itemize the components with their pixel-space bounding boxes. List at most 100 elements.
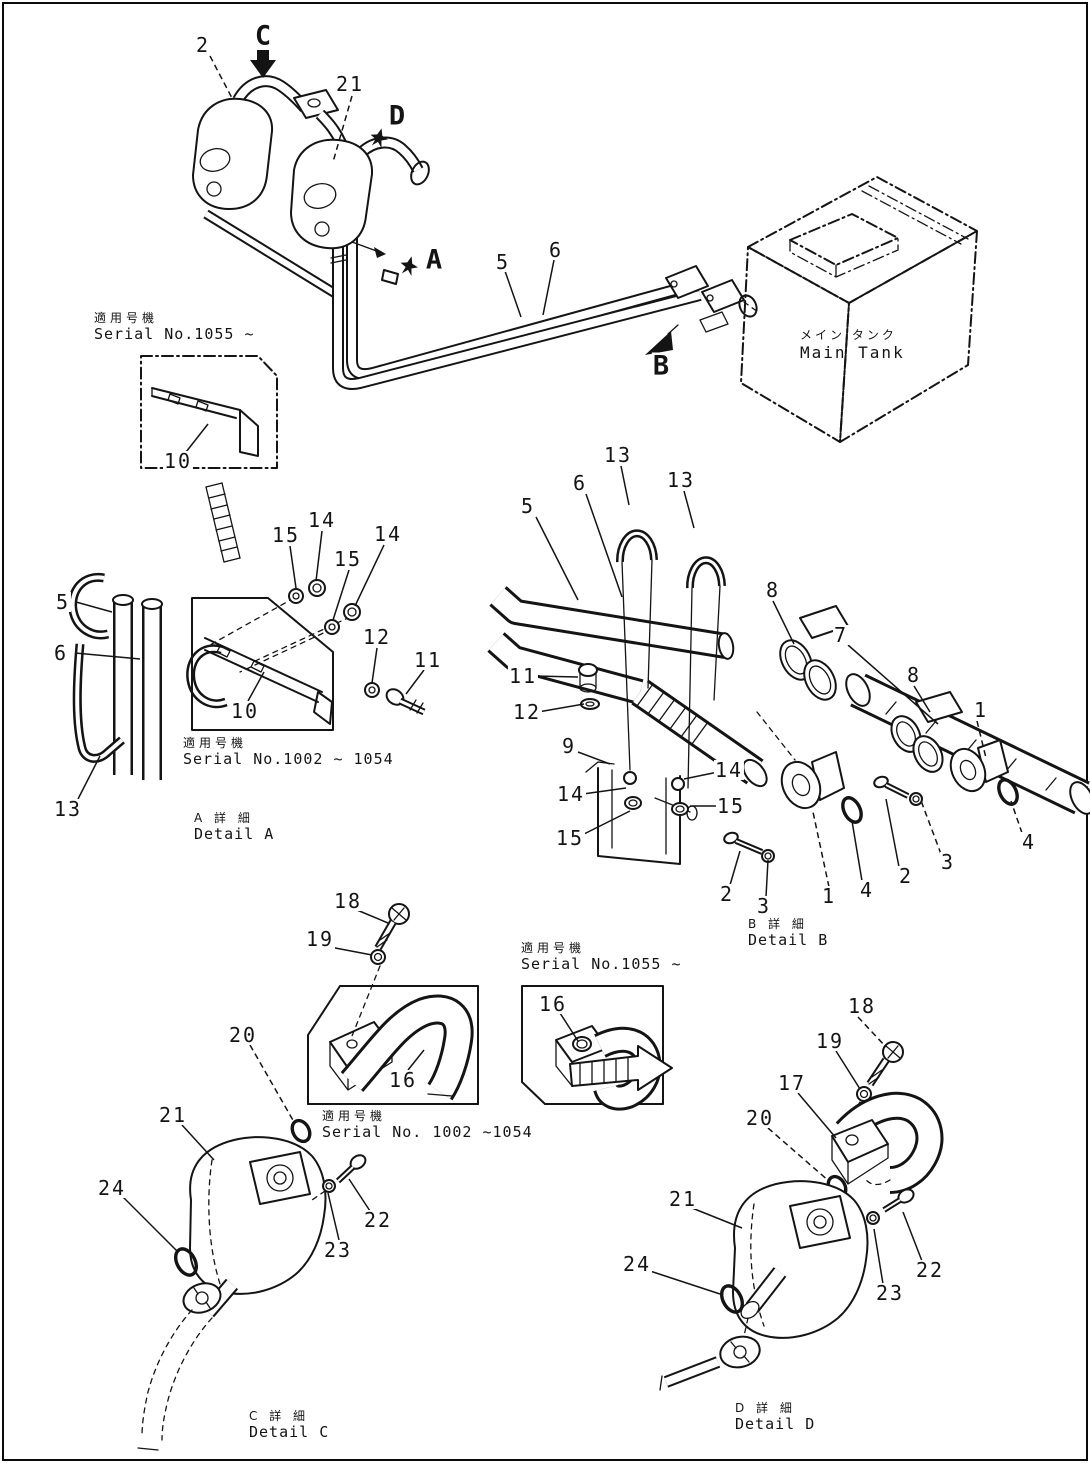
leader-line (371, 647, 378, 684)
serial-note-hose-left-en: Serial No. 1002 ~1054 (322, 1122, 533, 1141)
serial-bracket-box-drawing (140, 355, 278, 563)
view-d-star-icon (370, 128, 388, 148)
leader-line (581, 810, 631, 836)
callout-19: 19 (814, 1029, 846, 1053)
callout-23: 23 (874, 1281, 906, 1305)
callout-24: 24 (96, 1176, 128, 1200)
detail-d-caption-jp: D 詳 細 (735, 1401, 796, 1415)
view-b-arrow-icon (645, 331, 673, 355)
callout-15: 15 (270, 523, 302, 547)
main-tank-label: メイン タンク Main Tank (800, 326, 905, 362)
serial-note-hose-left-jp: 適用号機 (322, 1109, 387, 1123)
callout-2: 2 (897, 864, 915, 888)
view-c-arrow-icon (250, 50, 276, 78)
pump-assembly-drawing (192, 75, 430, 250)
leader-line (691, 1207, 743, 1229)
callout-21: 21 (334, 72, 366, 96)
leader-line (767, 1127, 831, 1183)
detail-a-drawing (68, 572, 426, 780)
callout-13: 13 (665, 468, 697, 492)
leader-line (976, 720, 987, 759)
leader-line (585, 493, 623, 598)
serial-note-top-jp: 適用号機 (94, 311, 159, 325)
detail-a-caption-en: Detail A (194, 824, 275, 843)
serial-note-detail-a-jp: 適用号機 (183, 736, 248, 750)
callout-5: 5 (54, 590, 72, 614)
detail-b-drawing (487, 529, 1090, 865)
main-tank-label-en: Main Tank (800, 343, 905, 362)
callout-12: 12 (361, 625, 393, 649)
leader-line (289, 545, 297, 589)
leader-line (77, 755, 101, 800)
callout-4: 4 (858, 878, 876, 902)
leader-line (847, 644, 939, 725)
callout-12: 12 (511, 700, 543, 724)
callout-22: 22 (914, 1258, 946, 1282)
detail-d-drawing (659, 1041, 944, 1391)
callout-3: 3 (939, 850, 957, 874)
leader-line (765, 859, 769, 898)
leader-line (504, 270, 522, 318)
main-tank-label-jp: メイン タンク (800, 328, 897, 342)
callout-10: 10 (162, 449, 194, 473)
serial-note-hose-right-en: Serial No.1055 ~ (521, 954, 682, 973)
leader-line (332, 569, 350, 621)
leader-line (209, 55, 234, 101)
callout-21: 21 (157, 1103, 189, 1127)
callout-1: 1 (820, 884, 838, 908)
callout-6: 6 (571, 471, 589, 495)
leader-line (620, 465, 630, 506)
leader-line (835, 1050, 861, 1090)
leader-line (354, 544, 385, 607)
leader-line (542, 259, 555, 316)
callout-8: 8 (905, 663, 923, 687)
leader-line (249, 1044, 295, 1123)
leader-line (533, 675, 579, 678)
callout-22: 22 (362, 1208, 394, 1232)
serial-note-detail-a-en: Serial No.1002 ~ 1054 (183, 749, 394, 768)
callout-5: 5 (519, 494, 537, 518)
detail-c-drawing (137, 903, 410, 1451)
callout-20: 20 (227, 1023, 259, 1047)
serial-note-hose-right-jp: 適用号機 (521, 941, 586, 955)
leader-line (181, 1124, 215, 1161)
callout-21: 21 (667, 1187, 699, 1211)
view-marks (250, 50, 679, 355)
leader-line (812, 811, 830, 888)
callout-1: 1 (972, 698, 990, 722)
serial-note-top-en: Serial No.1055 ~ (94, 324, 255, 343)
callout-10: 10 (229, 699, 261, 723)
leader-line (683, 490, 695, 529)
leader-line (348, 1178, 371, 1212)
callout-8: 8 (764, 578, 782, 602)
callout-20: 20 (744, 1106, 776, 1130)
callout-16: 16 (387, 1068, 419, 1092)
leader-line (405, 669, 425, 695)
callout-11: 11 (507, 664, 539, 688)
leader-line (185, 423, 209, 453)
callout-16: 16 (537, 992, 569, 1016)
leader-line (332, 95, 353, 163)
view-letter-A: A (424, 244, 444, 276)
leader-line (75, 601, 113, 613)
main-tank-drawing (740, 176, 978, 443)
callout-14: 14 (306, 508, 338, 532)
callout-17: 17 (776, 1071, 808, 1095)
leader-line (537, 703, 585, 713)
callout-23: 23 (322, 1238, 354, 1262)
leader-line (729, 850, 741, 886)
callout-18: 18 (846, 994, 878, 1018)
leader-line (121, 1195, 179, 1253)
leader-line (857, 1016, 887, 1048)
callout-2: 2 (194, 33, 212, 57)
leader-line (797, 1092, 837, 1139)
detail-a-caption-jp: A 詳 細 (194, 811, 254, 825)
